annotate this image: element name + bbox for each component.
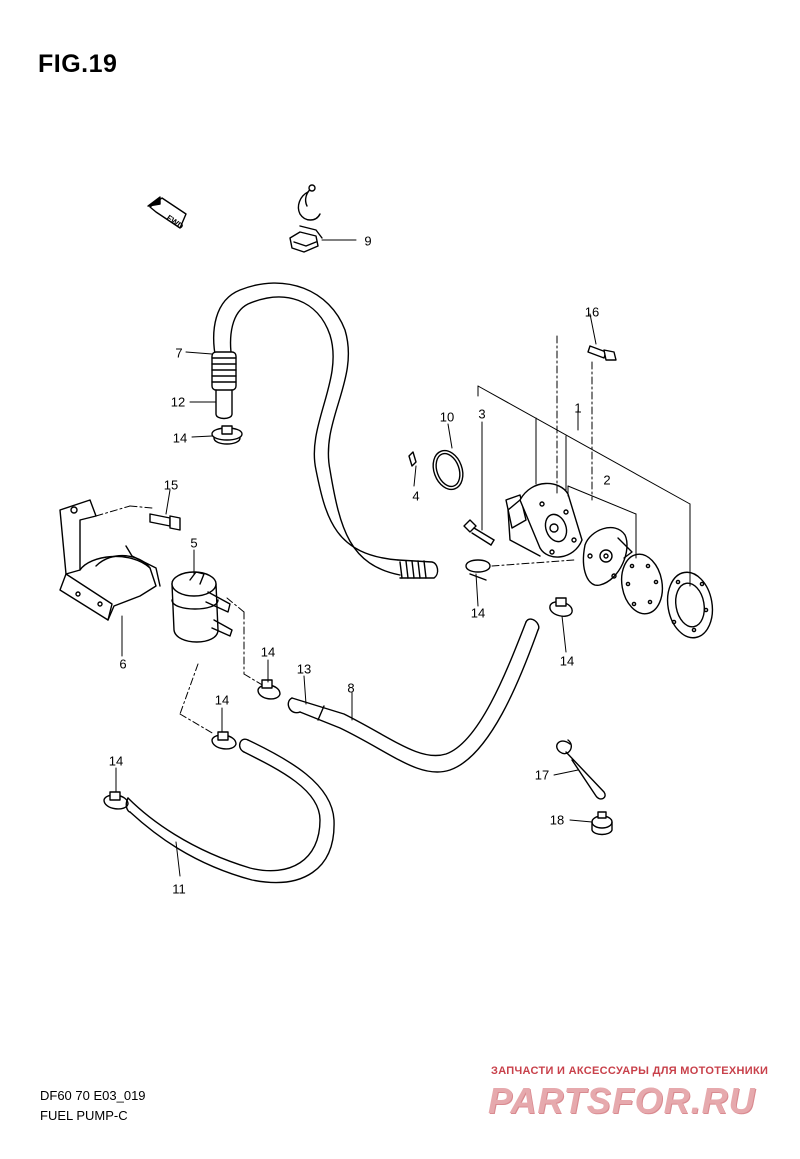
section-name: FUEL PUMP-C [40,1108,128,1123]
callout-10: 10 [439,409,455,425]
callout-17: 17 [534,767,550,783]
filter-bracket-part [59,499,161,621]
fuel-hose-part [287,618,540,773]
fuel-filter-part [171,571,233,643]
callout-15: 15 [163,477,179,493]
dowel-pin-part [408,451,417,467]
callout-14-b: 14 [470,605,486,621]
gasket-plate [620,553,664,615]
callout-11: 11 [172,881,186,897]
fwd-arrow-icon: FWD [147,196,187,231]
callout-12: 12 [170,394,186,410]
pump-screw-part [587,345,617,361]
spring-clip-part [556,739,606,800]
upper-fuel-hose [213,282,439,579]
hose-clamp-bottom [103,791,129,810]
grommet-part [591,811,613,836]
callout-16: 16 [584,304,600,320]
callout-leaders [115,239,597,877]
callout-14-f: 14 [108,753,124,769]
hose-clamp-upper [211,425,243,445]
hose-clamp-left [257,679,281,700]
bracket-lines [477,385,691,587]
model-code: DF60 70 E03_019 [40,1088,146,1103]
callout-14-d: 14 [260,644,276,660]
pump-bolt-part [463,519,495,546]
diaphragm-part [582,526,633,586]
hose-clamp-mid [465,559,491,581]
hose-clamp-right [549,597,573,617]
callout-7: 7 [175,345,183,361]
callout-8: 8 [347,680,355,696]
callout-2: 2 [603,472,611,488]
hose-clamp-low [211,731,237,750]
hose-clip-part [289,184,323,253]
callout-3: 3 [478,406,486,422]
callout-4: 4 [412,488,420,504]
callout-1: 1 [574,400,582,416]
watermark-logo: PARTSFOR.RU [488,1080,756,1121]
pump-body [505,482,583,558]
figure-title: FIG.19 [38,50,118,78]
pump-cover [666,571,714,639]
o-ring-part [432,449,464,491]
bracket-bolt-part [149,513,181,531]
callout-18: 18 [549,812,565,828]
leader-lines [95,335,593,735]
callout-9: 9 [364,233,372,249]
callout-14-e: 14 [214,692,230,708]
callout-14-a: 14 [172,430,188,446]
callout-14-c: 14 [559,653,575,669]
callout-6: 6 [119,656,127,672]
fuel-hose-lower-part [125,738,335,884]
hose-protector-part [211,351,237,420]
callout-13: 13 [296,661,312,677]
watermark-tagline: ЗАПЧАСТИ И АКСЕССУАРЫ ДЛЯ МОТОТЕХНИКИ [491,1065,769,1077]
callout-5: 5 [190,535,198,551]
